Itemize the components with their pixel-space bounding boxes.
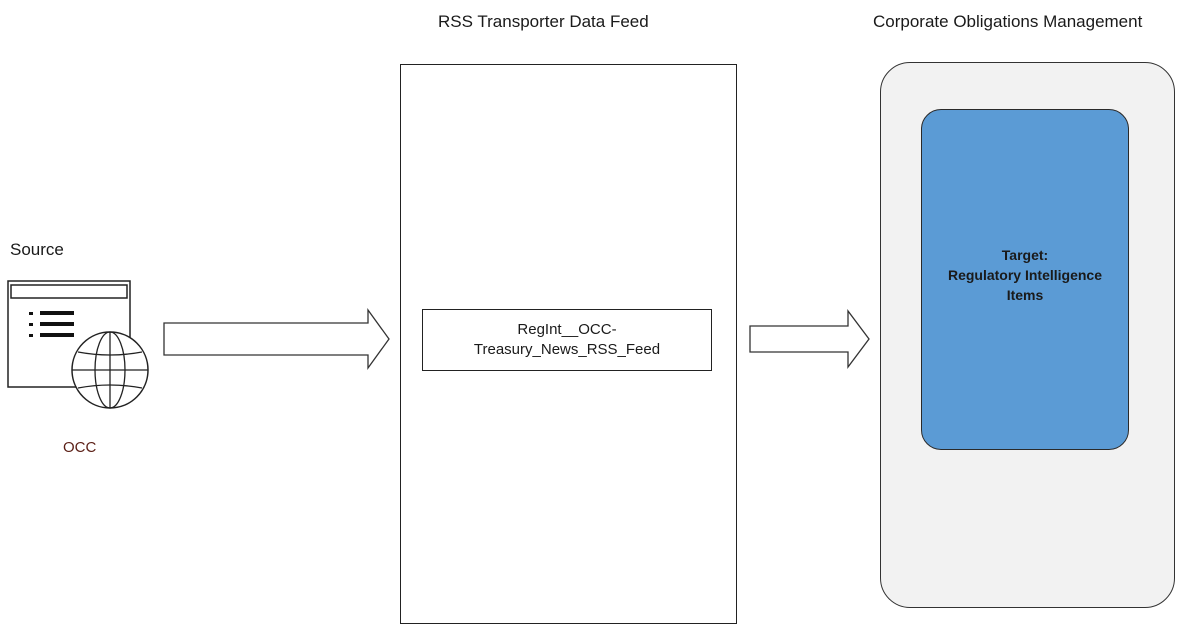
feed-column-title: RSS Transporter Data Feed <box>438 12 649 31</box>
web-page-globe-icon <box>7 280 149 409</box>
arrow-source-to-feed <box>163 307 390 371</box>
feed-item-line2: Treasury_News_RSS_Feed <box>473 341 661 358</box>
arrow-feed-to-com <box>749 309 870 369</box>
diagram-shapes <box>7 280 870 409</box>
source-name: OCC <box>63 439 97 456</box>
com-column-title: Corporate Obligations Management <box>873 12 1143 31</box>
globe-icon <box>71 331 149 409</box>
target-line3: Items <box>1006 287 1044 303</box>
feed-item[interactable]: RegInt__OCC- Treasury_News_RSS_Feed <box>422 309 712 371</box>
target-line1: Target: <box>1001 247 1049 263</box>
target-box[interactable]: Target: Regulatory Intelligence Items <box>921 109 1129 450</box>
feed-item-line1: RegInt__OCC- <box>517 321 617 338</box>
target-line2: Regulatory Intelligence <box>947 267 1103 283</box>
source-label: Source <box>10 240 64 259</box>
